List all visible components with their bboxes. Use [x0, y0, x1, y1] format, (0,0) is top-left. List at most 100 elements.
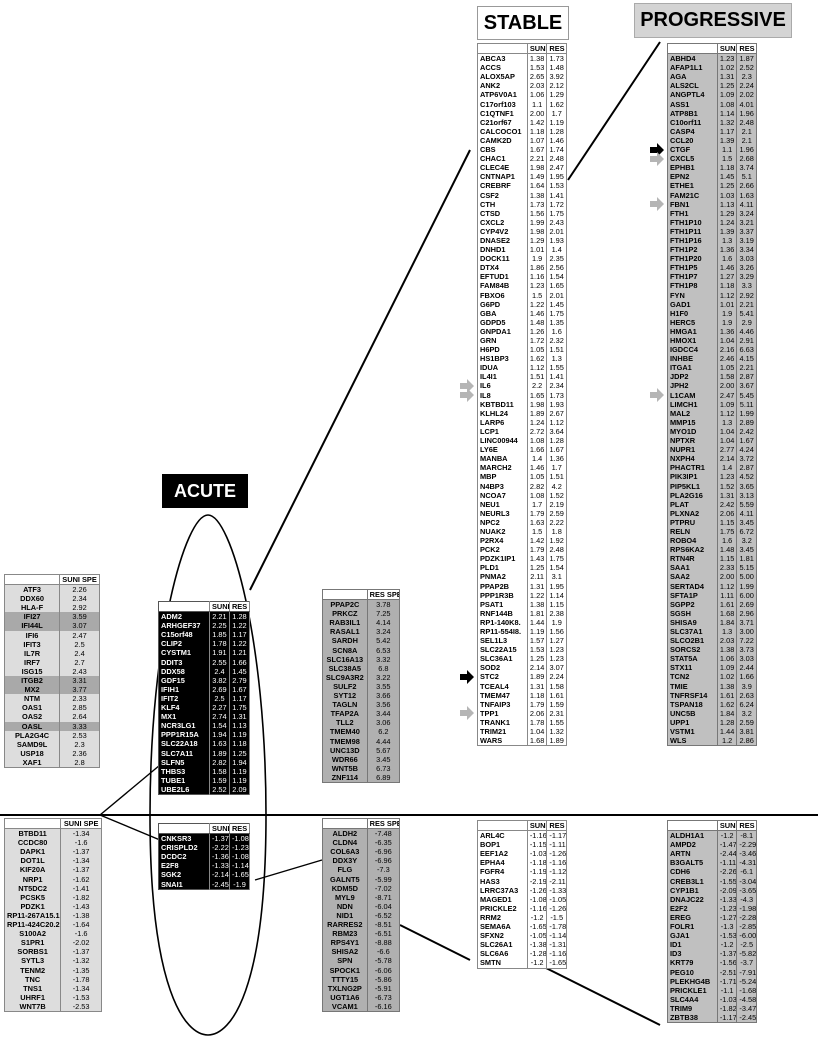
gene-name: CLIP2	[158, 639, 210, 649]
gene-name: DOT1L	[4, 856, 62, 866]
gene-name: CNTNAP1	[477, 172, 528, 182]
suni-value: 2.82	[209, 757, 230, 767]
connector-acute-stable	[249, 149, 471, 591]
res-value: 1.59	[546, 699, 567, 709]
res-value: 2.9	[736, 317, 757, 327]
gene-name: STX11	[667, 663, 718, 673]
gene-name: FTH1P8	[667, 281, 718, 291]
gene-name: CAMK2D	[477, 135, 528, 146]
suni-value: 1.23	[717, 472, 738, 482]
table-row: PEG10-2.51-7.91	[667, 967, 757, 977]
suni-value: -2.26	[717, 867, 738, 877]
gene-name: IL7R	[4, 648, 61, 658]
suni-value: 1.78	[527, 717, 548, 728]
res-value: 1.92	[546, 536, 567, 546]
suni-value: 1.5	[527, 526, 548, 537]
suni-value: 1.78	[209, 639, 230, 649]
black-arrow-icon	[460, 670, 474, 685]
suni-value: -2.14	[209, 870, 230, 880]
gene-name: SERTAD4	[667, 581, 718, 591]
gene-name: PTPRU	[667, 517, 718, 527]
table-row: FLG-7.3	[322, 865, 401, 875]
gene-name: ISG15	[4, 666, 61, 677]
suni-value: 1.17	[717, 126, 738, 136]
res-value: 1.36	[546, 454, 567, 464]
res-value: 2.63	[736, 690, 757, 700]
res-value: 1.17	[229, 693, 251, 704]
suni-value: 1.24	[527, 417, 548, 427]
gene-name: SYT12	[322, 691, 368, 701]
table-row: TENM2-1.35	[4, 965, 102, 975]
suni-value: 2.00	[717, 572, 738, 582]
value-cell: -6.51	[367, 929, 401, 939]
gene-name: IFIH1	[158, 684, 210, 694]
gene-name: CLEC4E	[477, 163, 528, 173]
gene-name: S1PR1	[4, 938, 62, 948]
res-value: 1.19	[229, 766, 251, 776]
res-value: 1.48	[546, 63, 567, 73]
suni-value: -2.45	[209, 879, 230, 890]
res-value: 2.38	[546, 608, 567, 618]
suni-value: 1.79	[527, 699, 548, 709]
gene-name: SLC4A4	[667, 994, 718, 1004]
suni-value: 1.63	[527, 517, 548, 527]
suni-value: 1.09	[717, 399, 738, 409]
res-value: 1.3	[546, 354, 567, 364]
gene-name: DOCK11	[477, 254, 528, 264]
gene-name: KLF4	[158, 703, 210, 713]
res-value: -1.12	[546, 867, 567, 877]
gene-name: PSAT1	[477, 599, 528, 609]
value-cell: -1.32	[60, 956, 102, 966]
value-cell: -6.04	[367, 901, 401, 911]
res-value: 1.67	[736, 436, 757, 446]
gene-name: JDP2	[667, 372, 718, 382]
suni-value: 1.08	[527, 436, 548, 446]
gene-name: NPTXR	[667, 436, 718, 446]
gene-name: RPS6KA2	[667, 545, 718, 555]
suni-value: 1.06	[527, 90, 548, 100]
gene-name: N4BP3	[477, 481, 528, 491]
gene-name: ZBTB38	[667, 1012, 718, 1023]
res-value: 1.29	[546, 90, 567, 100]
suni-value: 1.43	[527, 554, 548, 564]
res-value: -7.91	[736, 967, 757, 977]
gene-name: ARTN	[667, 849, 718, 859]
gene-name: EREG	[667, 912, 718, 923]
suni-value: -1.47	[717, 840, 738, 850]
res-value: 1.15	[546, 599, 567, 609]
res-value: 2.01	[546, 290, 567, 300]
gene-name: ETHE1	[667, 181, 718, 191]
res-value: 4.01	[736, 99, 757, 109]
table-row: TTTY15-5.86	[322, 974, 401, 984]
value-cell: -1.82	[60, 892, 102, 902]
value-cell: -1.34	[60, 828, 102, 839]
gene-name: CASP4	[667, 126, 718, 136]
res-value: 1.46	[546, 135, 567, 146]
gene-name: SLC16A13	[322, 654, 368, 664]
value-cell: 3.77	[59, 685, 100, 695]
gene-name: TNFRSF14	[667, 690, 718, 700]
gene-name: IRF7	[4, 657, 61, 667]
gene-name: CBS	[477, 145, 528, 155]
column-header: SUNI	[209, 823, 230, 835]
suni-value: 1.38	[527, 190, 548, 200]
connector-suni-acute-down	[99, 814, 161, 841]
